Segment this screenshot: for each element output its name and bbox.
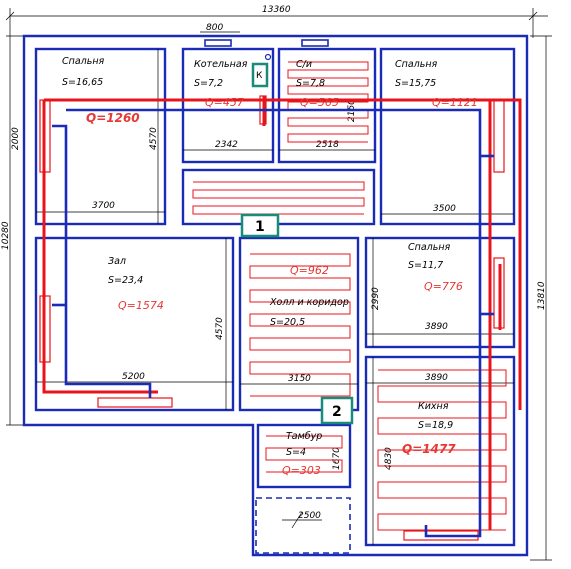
dim-hall-h: 4570: [215, 317, 225, 340]
collector-2-label: 2: [332, 404, 342, 420]
bedroom3-area: S=11,7: [408, 260, 443, 271]
dim-porch-w: 2500: [298, 511, 321, 521]
underfloor-bath: [287, 61, 369, 143]
room-labels: Спальня S=16,65 Q=1260 Котельная S=7,2 Q…: [62, 56, 478, 477]
boiler-heat: Q=457: [205, 96, 244, 109]
room-bedroom1: [34, 47, 167, 226]
dim-right-height: 13810: [537, 281, 547, 310]
bedroom2-area: S=15,75: [395, 78, 436, 89]
dim-bedroom1-h: 4570: [149, 127, 159, 150]
dim-vestibule-h: 1670: [332, 447, 342, 470]
boiler-marker: [251, 62, 269, 88]
boiler-outlet-icon: [264, 53, 272, 61]
hall-area: S=23,4: [108, 275, 143, 286]
boiler-marker-label: К: [256, 71, 263, 81]
overall-dimensions: 13360 10280 13810 800: [1, 5, 552, 561]
room-porch: [255, 497, 351, 554]
bedroom2-heat: Q=1121: [432, 96, 478, 109]
room-bedroom2: [379, 47, 516, 226]
dim-hall-w: 5200: [122, 372, 145, 382]
dim-top-window: 800: [206, 23, 223, 33]
bath-heat: Q=565: [300, 96, 339, 109]
bath-name: С/и: [296, 59, 312, 70]
collector-1: [240, 213, 280, 238]
collector-1-label: 1: [255, 219, 265, 235]
room-hall: [34, 236, 235, 412]
room-vestibule: [256, 423, 352, 489]
underfloor-kitchen: [377, 369, 507, 531]
dim-overall-height: 10280: [1, 221, 11, 250]
bedroom2-name: Спальня: [395, 59, 438, 70]
collector-2: [320, 396, 354, 425]
dim-boiler-w: 2342: [215, 140, 238, 150]
kitchen-heat: Q=1477: [402, 442, 456, 456]
room-bath: [277, 47, 377, 164]
room-corridor: [238, 236, 360, 412]
return-pipes: [52, 108, 494, 538]
bedroom3-name: Спальня: [408, 242, 451, 253]
room-walls: [34, 47, 516, 554]
corridor-heat: Q=962: [290, 264, 329, 277]
vestibule-name: Тамбур: [286, 431, 322, 442]
vestibule-heat: Q=303: [282, 464, 321, 477]
radiator-hall-bottom: [97, 397, 173, 408]
bedroom1-heat: Q=1260: [86, 111, 140, 125]
underfloor-corridor: [249, 253, 351, 397]
kitchen-area: S=18,9: [418, 420, 453, 431]
dim-bedroom3-w: 3890: [425, 322, 448, 332]
vestibule-area: S=4: [286, 447, 306, 458]
room-kitchen: [364, 355, 516, 547]
room-bedroom3: [364, 236, 516, 349]
boiler-name: Котельная: [194, 59, 248, 70]
kitchen-name: Кихня: [418, 401, 449, 412]
boiler-area: S=7,2: [194, 78, 223, 89]
radiator-bedroom2: [493, 99, 505, 173]
dim-corridor-w: 3150: [288, 374, 311, 384]
underfloor-vestibule: [265, 435, 343, 473]
dim-bedroom3-h: 2990: [371, 287, 381, 310]
corridor-area: S=20,5: [270, 317, 305, 328]
underfloor-upper-hallway: [192, 181, 365, 215]
outer-walls: [22, 34, 529, 557]
dim-left-2000: 2000: [11, 127, 21, 150]
dim-bath-w: 2518: [316, 140, 339, 150]
bedroom3-heat: Q=776: [424, 280, 463, 293]
dim-overall-width: 13360: [262, 5, 291, 15]
bedroom1-name: Спальня: [62, 56, 105, 67]
hall-name: Зал: [108, 256, 126, 267]
dim-bedroom1-w: 3700: [92, 201, 115, 211]
dim-kitchen-w: 3890: [425, 373, 448, 383]
dim-bedroom2-w: 3500: [433, 204, 456, 214]
hall-heat: Q=1574: [118, 299, 164, 312]
markers: К 1 2: [240, 53, 354, 425]
bath-area: S=7,8: [296, 78, 325, 89]
dim-kitchen-h: 4830: [384, 447, 394, 470]
room-boiler: [181, 47, 275, 164]
bedroom1-area: S=16,65: [62, 77, 103, 88]
corridor-name: Холл и коридор: [269, 297, 349, 308]
